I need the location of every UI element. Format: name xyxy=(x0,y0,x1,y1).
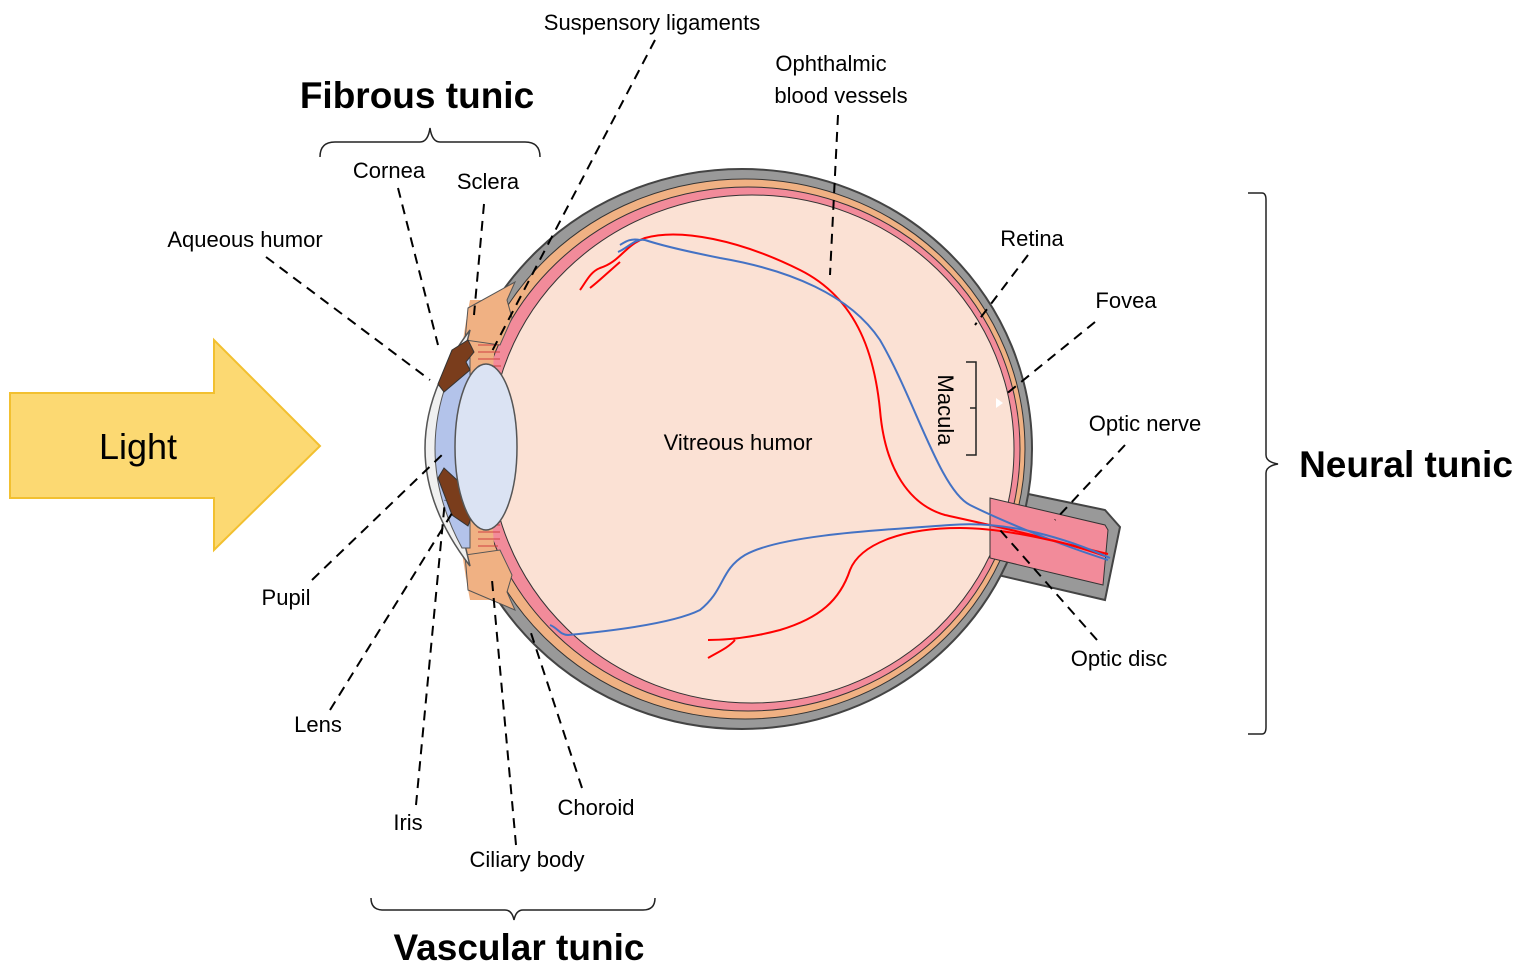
label-lens: Lens xyxy=(294,712,342,737)
label-aqueous-humor: Aqueous humor xyxy=(167,227,322,252)
label-pupil: Pupil xyxy=(262,585,311,610)
light-arrow: Light xyxy=(10,340,320,550)
label-iris: Iris xyxy=(393,810,422,835)
label-fovea: Fovea xyxy=(1095,288,1157,313)
label-vitreous-humor: Vitreous humor xyxy=(664,430,813,455)
neural-tunic-bracket xyxy=(1248,193,1278,734)
lens-shape xyxy=(455,364,517,530)
title-neural-tunic: Neural tunic xyxy=(1299,444,1513,485)
label-optic-nerve: Optic nerve xyxy=(1089,411,1202,436)
title-fibrous-tunic: Fibrous tunic xyxy=(300,75,534,116)
label-optic-disc: Optic disc xyxy=(1071,646,1168,671)
label-ophthalmic-line1: Ophthalmic xyxy=(775,51,886,76)
fibrous-tunic-bracket xyxy=(320,128,540,157)
label-sclera: Sclera xyxy=(457,169,520,194)
label-retina: Retina xyxy=(1000,226,1064,251)
label-ciliary-body: Ciliary body xyxy=(470,847,585,872)
label-choroid: Choroid xyxy=(557,795,634,820)
vascular-tunic-bracket xyxy=(371,898,655,920)
title-vascular-tunic: Vascular tunic xyxy=(394,927,645,965)
label-cornea: Cornea xyxy=(353,158,426,183)
light-label: Light xyxy=(99,426,177,467)
macula-label: Macula xyxy=(933,375,958,447)
label-suspensory-ligaments: Suspensory ligaments xyxy=(544,10,760,35)
label-ophthalmic-line2: blood vessels xyxy=(774,83,907,108)
